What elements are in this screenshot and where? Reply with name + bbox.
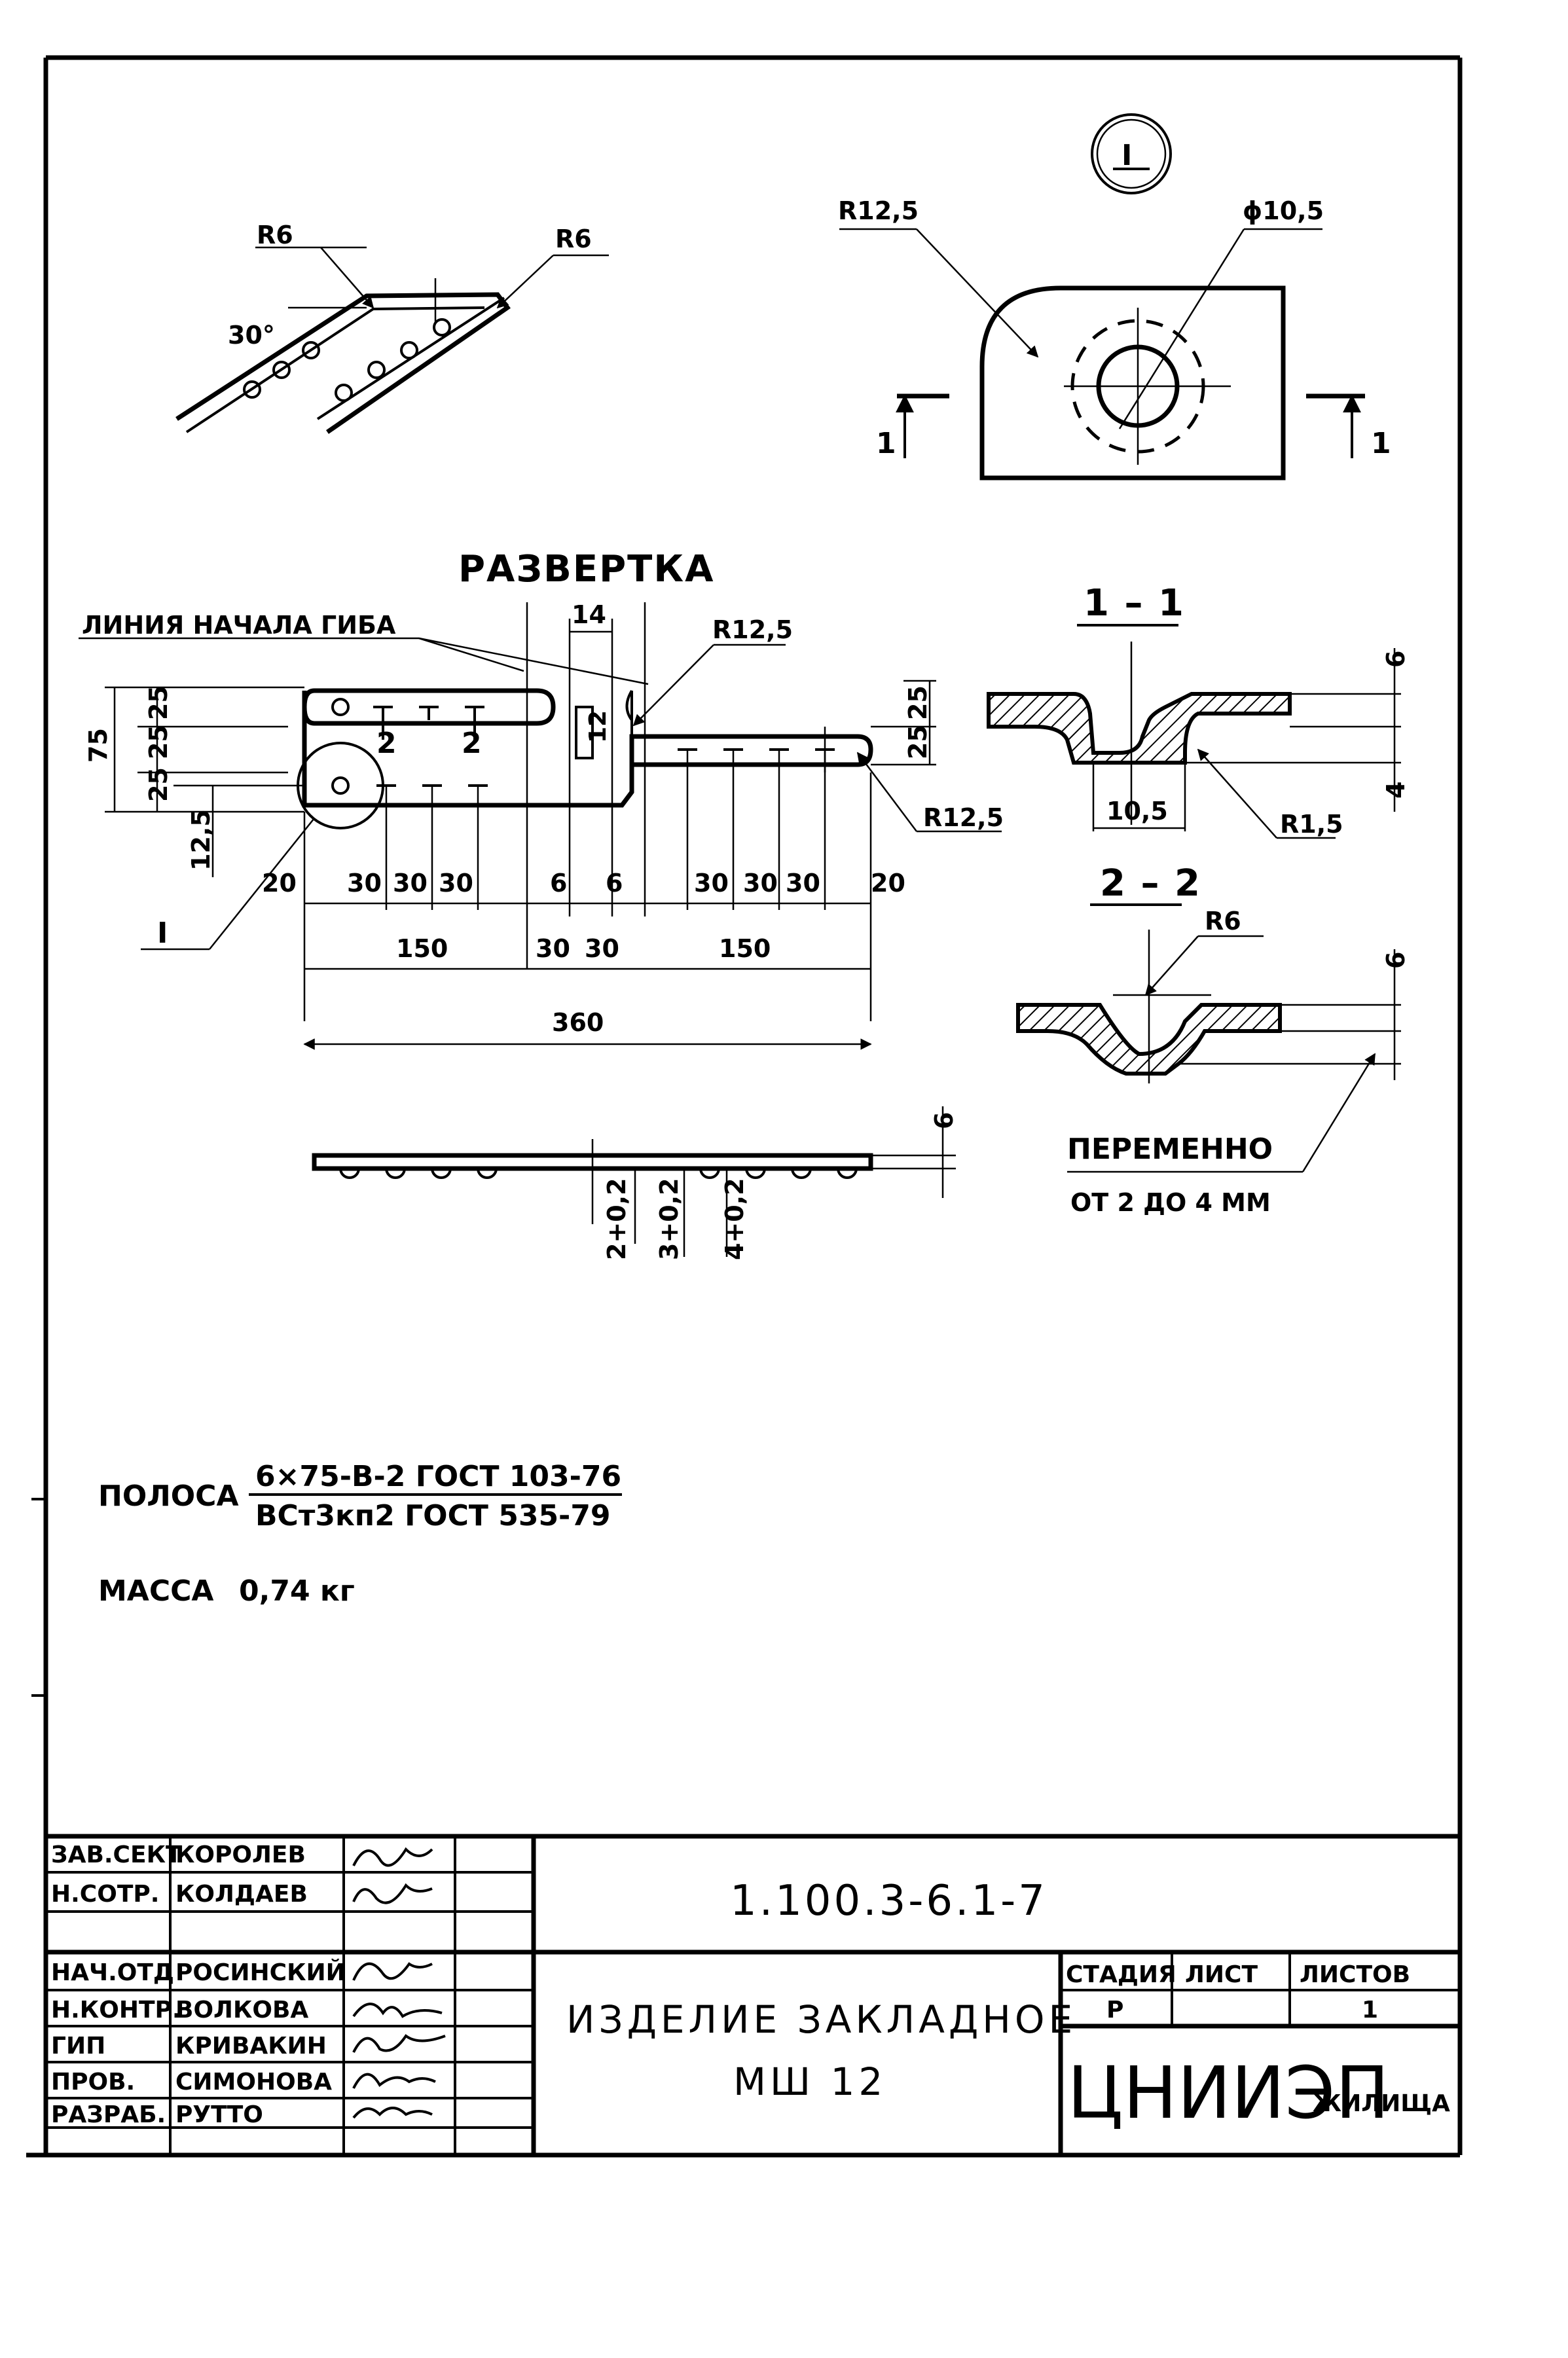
title-block: ЗАВ.СЕКТ КОРОЛЕВ Н.СОТР. КОЛДАЕВ НАЧ.ОТД… <box>46 1834 1460 2155</box>
dim-75: 75 <box>84 728 113 763</box>
sig-name-1: КОРОЛЕВ <box>175 1841 306 1868</box>
variable-label: ПЕРЕМЕННО <box>1067 1133 1273 1166</box>
iso-radius-right: R6 <box>555 225 592 253</box>
iso-radius-left: R6 <box>257 221 293 249</box>
dim-6-b: 6 <box>606 869 623 898</box>
dim-25-e: 25 <box>903 725 932 759</box>
org-sub: ЖИЛИЩА <box>1313 2090 1450 2117</box>
section-mark-2-left: 2 <box>376 727 397 760</box>
cut-mark-right: 1 <box>1371 427 1391 460</box>
detail-diameter: ϕ10,5 <box>1243 196 1324 225</box>
sheet-header: ЛИСТ <box>1185 1961 1258 1988</box>
sig-role-6: ПРОВ. <box>51 2069 135 2095</box>
sig-role-7: РАЗРАБ. <box>51 2101 166 2128</box>
dev-radius-top: R12,5 <box>712 615 793 644</box>
dim-6-a: 6 <box>550 869 567 898</box>
section-mark-2-right: 2 <box>462 727 482 760</box>
dim-30-a: 30 <box>347 869 382 898</box>
dim-20-left: 20 <box>262 869 297 898</box>
dim-30-b: 30 <box>393 869 428 898</box>
org-main: ЦНИИЭП <box>1067 2051 1389 2135</box>
sec1-dim-10-5: 10,5 <box>1106 797 1168 825</box>
sig-name-6: СИМОНОВА <box>175 2069 332 2095</box>
stage-value: Р <box>1106 1997 1123 2023</box>
stage-header: СТАДИЯ <box>1066 1961 1176 1988</box>
sig-name-5: КРИВАКИН <box>175 2033 327 2059</box>
dim-30-c: 30 <box>439 869 473 898</box>
tol-4: 4+0,2 <box>720 1178 749 1260</box>
sig-name-4: ВОЛКОВА <box>175 1997 308 2023</box>
dim-30-e: 30 <box>743 869 778 898</box>
dim-25-b: 25 <box>144 725 173 759</box>
handwritten-signatures <box>352 1847 446 2119</box>
dim-25-a: 25 <box>144 685 173 720</box>
dim-25-c: 25 <box>144 767 173 802</box>
dim-25-d: 25 <box>903 685 932 720</box>
section-1-title: 1 – 1 <box>1084 582 1185 625</box>
title-line-2: МШ 12 <box>733 2059 886 2104</box>
side-dim-6: 6 <box>930 1112 958 1129</box>
sig-role-2: Н.СОТР. <box>51 1881 159 1908</box>
variable-range: ОТ 2 ДО 4 ММ <box>1070 1188 1271 1217</box>
section-2-2: 2 – 2 R6 6 ПЕРЕМЕННО ОТ 2 ДО 4 ММ <box>1016 862 1410 1217</box>
strip-spec-bottom: ВСт3кп2 ГОСТ 535-79 <box>255 1499 611 1533</box>
sec1-radius: R1,5 <box>1280 810 1343 839</box>
detail-view-I: I R12,5 ϕ10,5 1 1 <box>838 113 1391 481</box>
sig-name-7: РУТТО <box>175 2101 263 2128</box>
development-view: РАЗВЕРТКА ЛИНИЯ НАЧАЛА ГИБА <box>79 548 1004 1050</box>
development-title: РАЗВЕРТКА <box>458 548 714 590</box>
section-2-title: 2 – 2 <box>1100 862 1201 905</box>
sheets-header: ЛИСТОВ <box>1300 1961 1410 1988</box>
title-line-1: ИЗДЕЛИЕ ЗАКЛАДНОЕ <box>566 1997 1076 2042</box>
sig-role-1: ЗАВ.СЕКТ <box>51 1841 182 1868</box>
dim-360: 360 <box>552 1008 604 1037</box>
iso-angle: 30° <box>228 321 275 350</box>
strip-label: ПОЛОСА <box>98 1479 239 1513</box>
mass-value: 0,74 кг <box>239 1574 355 1608</box>
section-1-1: 1 – 1 6 4 10,5 R1,5 <box>987 582 1410 839</box>
sec1-dim-6: 6 <box>1381 651 1410 668</box>
dim-30-g: 30 <box>536 934 570 963</box>
strip-spec-top: 6×75-В-2 ГОСТ 103-76 <box>255 1460 621 1493</box>
sheet-frame <box>26 55 1463 2158</box>
dev-radius-right: R12,5 <box>923 803 1004 832</box>
sig-role-4: Н.КОНТР. <box>51 1997 181 2023</box>
dim-150-left: 150 <box>396 934 448 963</box>
dim-12: 12 <box>585 710 611 743</box>
isometric-view: R6 R6 30° <box>175 221 609 434</box>
tol-2: 2+0,2 <box>602 1178 631 1260</box>
sec1-dim-4: 4 <box>1381 782 1410 799</box>
dim-30-h: 30 <box>585 934 619 963</box>
sheets-value: 1 <box>1362 1997 1378 2023</box>
side-view: 6 2+0,2 3+0,2 4+0,2 <box>312 1106 958 1260</box>
dim-14: 14 <box>572 600 606 629</box>
sig-role-5: ГИП <box>51 2033 105 2059</box>
dim-12-5: 12,5 <box>187 809 215 871</box>
material-notes: ПОЛОСА 6×75-В-2 ГОСТ 103-76 ВСт3кп2 ГОСТ… <box>98 1460 622 1608</box>
document-designation: 1.100.3-6.1-7 <box>730 1877 1048 1925</box>
sec2-radius: R6 <box>1205 907 1241 935</box>
sig-name-2: КОЛДАЕВ <box>175 1881 308 1908</box>
dim-20-right: 20 <box>871 869 905 898</box>
sec2-dim-6: 6 <box>1381 952 1410 969</box>
sig-role-3: НАЧ.ОТД <box>51 1959 174 1986</box>
mass-label: МАССА <box>98 1574 213 1608</box>
bend-line-label: ЛИНИЯ НАЧАЛА ГИБА <box>82 611 396 640</box>
tol-3: 3+0,2 <box>655 1178 684 1260</box>
dim-150-right: 150 <box>719 934 771 963</box>
detail-radius: R12,5 <box>838 196 919 225</box>
cut-mark-left: 1 <box>876 427 896 460</box>
hole-centers <box>373 706 835 910</box>
detail-mark: I <box>1121 139 1132 172</box>
detail-ref-I: I <box>157 916 168 950</box>
sig-name-3: РОСИНСКИЙ <box>175 1959 346 1986</box>
dim-30-f: 30 <box>786 869 820 898</box>
dim-30-d: 30 <box>694 869 729 898</box>
